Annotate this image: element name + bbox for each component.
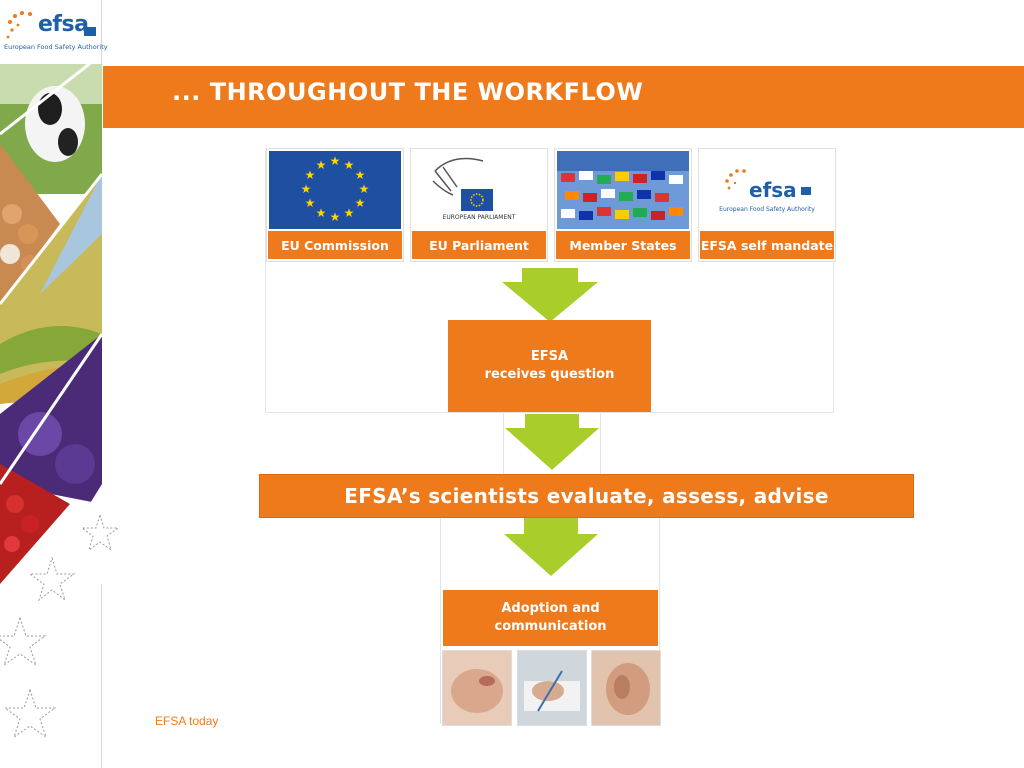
photo-writing <box>517 650 587 726</box>
svg-text:★: ★ <box>355 196 366 210</box>
source-label: Member States <box>556 231 690 259</box>
svg-text:★: ★ <box>355 168 366 182</box>
eu-flag-icon <box>84 27 96 36</box>
svg-text:★: ★ <box>316 158 327 172</box>
source-label: EFSA self mandate <box>700 231 834 259</box>
frame-right-line <box>833 148 834 413</box>
page-title: ... THROUGHOUT THE WORKFLOW <box>172 78 644 106</box>
frame-connector-left <box>503 412 504 474</box>
evaluate-banner: EFSA’s scientists evaluate, assess, advi… <box>259 474 914 518</box>
source-card-efsa-self-mandate: efsa European Food Safety Authority EFSA… <box>698 148 836 262</box>
receives-line-2: receives question <box>484 367 615 382</box>
photo-speaking <box>442 650 512 726</box>
svg-text:★: ★ <box>305 196 316 210</box>
parliament-caption: EUROPEAN PARLIAMENT <box>443 214 516 221</box>
svg-text:★: ★ <box>344 158 355 172</box>
svg-text:★: ★ <box>301 182 312 196</box>
photo-collage <box>0 64 102 584</box>
svg-text:★: ★ <box>359 182 370 196</box>
logo-wordmark: efsa <box>38 12 89 37</box>
adoption-line-1: Adoption and <box>501 601 600 616</box>
svg-text:★: ★ <box>344 206 355 220</box>
source-card-eu-commission: ★★★ ★★★ ★★★ ★★★ EU Commission <box>266 148 404 262</box>
adoption-line-2: communication <box>494 619 607 634</box>
efsa-logo <box>6 10 100 58</box>
receives-line-1: EFSA <box>530 349 569 364</box>
logo-subtitle: European Food Safety Authority <box>4 43 108 51</box>
svg-text:★: ★ <box>305 168 316 182</box>
source-card-eu-parliament: EUROPEAN PARLIAMENT EU Parliament <box>410 148 548 262</box>
efsa-logo-subtitle: European Food Safety Authority <box>719 206 815 213</box>
photo-listening <box>591 650 661 726</box>
efsa-logo-wordmark: efsa <box>749 178 797 202</box>
logo-stars-icon <box>6 11 32 39</box>
member-state-flags-image <box>557 151 689 229</box>
arrow-down-icon <box>504 518 598 576</box>
svg-text:★: ★ <box>330 154 341 168</box>
frame-bottom-line <box>265 412 834 413</box>
efsa-logo-image: efsa European Food Safety Authority <box>701 151 833 229</box>
source-card-member-states: Member States <box>554 148 692 262</box>
title-band <box>103 66 1024 128</box>
receives-question-box: EFSA receives question <box>448 320 651 412</box>
parliament-logo-image: EUROPEAN PARLIAMENT <box>413 151 545 229</box>
arrow-down-icon <box>505 414 599 470</box>
arrow-down-icon <box>502 268 598 322</box>
svg-text:★: ★ <box>316 206 327 220</box>
source-label: EU Commission <box>268 231 402 259</box>
frame-lower-right <box>659 517 660 724</box>
footer-text: EFSA today <box>155 714 219 728</box>
source-label: EU Parliament <box>412 231 546 259</box>
eu-flag-image: ★★★ ★★★ ★★★ ★★★ <box>269 151 401 229</box>
adoption-communication-box: Adoption and communication <box>443 590 658 646</box>
decorative-stars-icon <box>0 513 120 739</box>
frame-left-line <box>265 148 266 413</box>
frame-connector-right <box>600 412 601 474</box>
svg-text:★: ★ <box>330 210 341 224</box>
frame-lower-left <box>440 517 441 724</box>
